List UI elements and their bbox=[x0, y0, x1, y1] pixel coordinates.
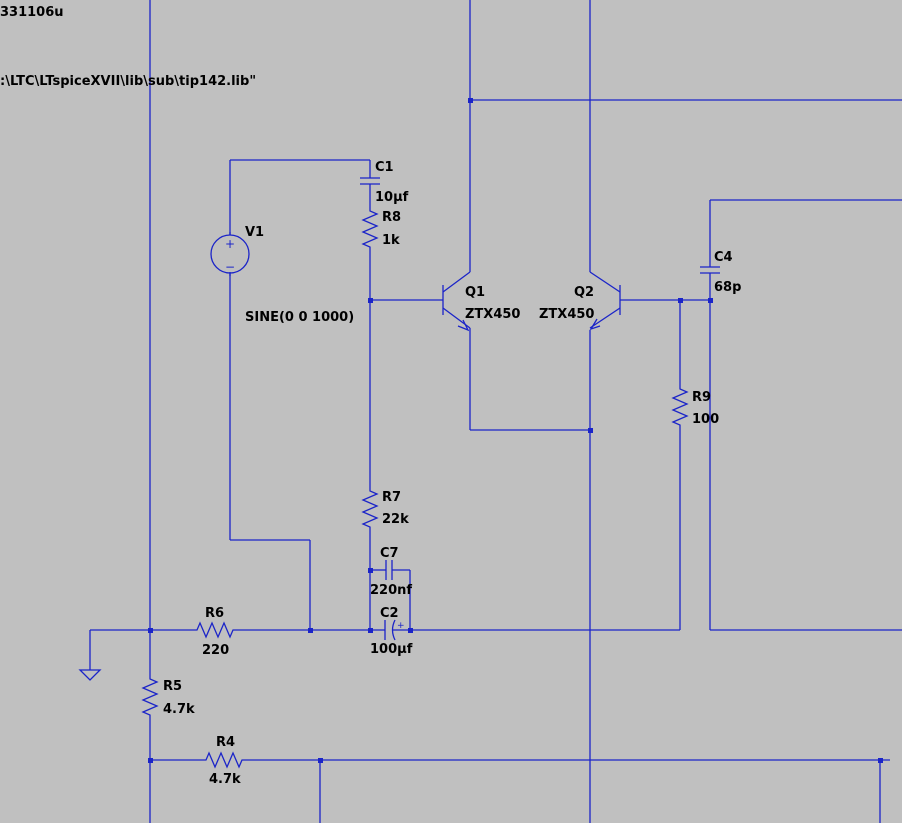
v1-name: V1 bbox=[245, 225, 264, 240]
r6-name: R6 bbox=[205, 606, 224, 621]
c4-name: C4 bbox=[714, 250, 733, 265]
r4-name: R4 bbox=[216, 735, 235, 750]
r8-name: R8 bbox=[382, 210, 401, 225]
r9-value: 100 bbox=[692, 412, 719, 427]
resistor-r9[interactable] bbox=[671, 385, 689, 428]
r9-name: R9 bbox=[692, 390, 711, 405]
labels: 331106u :\LTC\LTspiceXVII\lib\sub\tip142… bbox=[0, 5, 741, 787]
voltage-source-v1[interactable]: + − bbox=[210, 232, 250, 276]
header-text: 331106u bbox=[0, 5, 64, 20]
capacitor-c4[interactable] bbox=[700, 266, 720, 274]
c7-value: 220nf bbox=[370, 583, 412, 598]
c1-name: C1 bbox=[375, 160, 394, 175]
q1-value: ZTX450 bbox=[465, 307, 520, 322]
c1-value: 10µf bbox=[375, 190, 409, 205]
r5-value: 4.7k bbox=[163, 702, 195, 717]
v1-minus-sign: − bbox=[225, 260, 235, 274]
r7-name: R7 bbox=[382, 490, 401, 505]
c4-value: 68p bbox=[714, 280, 741, 295]
r5-name: R5 bbox=[163, 679, 182, 694]
r8-value: 1k bbox=[382, 233, 400, 248]
capacitor-c7[interactable] bbox=[385, 560, 393, 580]
q2-value: ZTX450 bbox=[539, 307, 594, 322]
capacitor-c1[interactable] bbox=[360, 177, 380, 185]
resistor-r6[interactable] bbox=[193, 621, 236, 639]
wires bbox=[89, 0, 902, 823]
v1-plus-sign: + bbox=[225, 237, 235, 251]
r6-value: 220 bbox=[202, 643, 229, 658]
ground-icon bbox=[78, 669, 102, 681]
v1-value: SINE(0 0 1000) bbox=[245, 310, 354, 325]
c7-name: C7 bbox=[380, 546, 399, 561]
resistor-r5[interactable] bbox=[141, 675, 159, 718]
capacitor-c2[interactable]: + bbox=[384, 619, 405, 641]
lib-include-directive[interactable]: :\LTC\LTspiceXVII\lib\sub\tip142.lib" bbox=[0, 74, 256, 89]
r4-value: 4.7k bbox=[209, 772, 241, 787]
q2-name: Q2 bbox=[574, 285, 594, 300]
transistor-q1[interactable] bbox=[442, 271, 471, 336]
resistor-r7[interactable] bbox=[361, 487, 379, 530]
transistor-q2[interactable] bbox=[589, 271, 621, 331]
r7-value: 22k bbox=[382, 512, 409, 527]
c2-name: C2 bbox=[380, 606, 399, 621]
junctions bbox=[148, 98, 883, 763]
q1-name: Q1 bbox=[465, 285, 485, 300]
resistor-r4[interactable] bbox=[202, 751, 245, 769]
c2-value: 100µf bbox=[370, 642, 413, 657]
resistor-r8[interactable] bbox=[361, 207, 379, 250]
c2-plus-sign: + bbox=[397, 621, 405, 631]
